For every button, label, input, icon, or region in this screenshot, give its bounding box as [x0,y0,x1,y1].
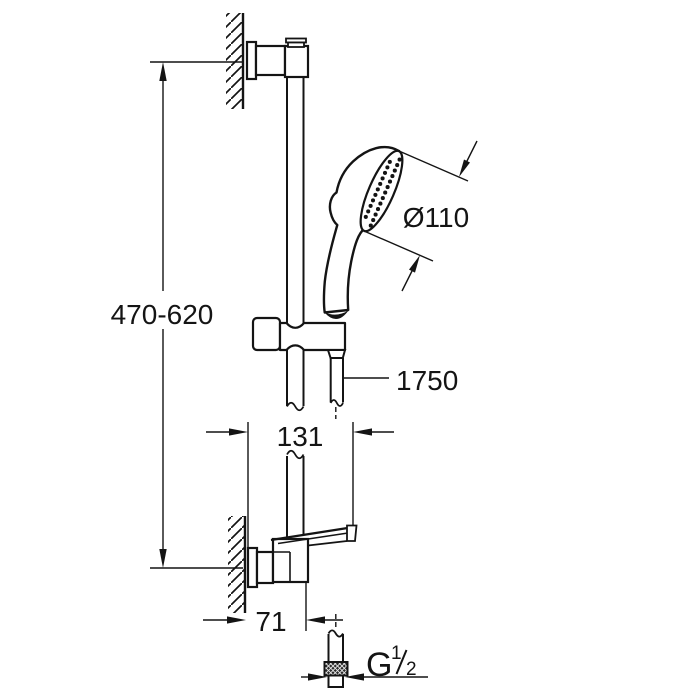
hand-shower [322,145,404,314]
dim-bottom-offset: 71 [203,583,343,637]
holder-knob [251,316,282,352]
rail-lower-segment [286,456,305,538]
hose-break-lower [327,629,344,638]
hose-outlet-cone [326,349,347,359]
shower-rail [286,77,305,538]
arrowhead-down [159,549,167,568]
thread-label-numerator: 1 [391,643,402,664]
dim-thread-size: G 1 2 [301,643,428,684]
ext-line-face-top [398,150,469,182]
wall-hatch-top [226,13,243,109]
arrowhead-right [306,616,325,624]
hose-break-upper [329,399,344,407]
holder-body [278,321,347,352]
ext-line-face-bottom [363,230,434,262]
bracket-block-top [283,44,310,79]
soap-dish-lip [346,524,358,542]
leader-hose-length: 1750 [343,365,458,396]
arrowhead-left [229,428,248,436]
arrowhead-left [308,673,327,681]
dim-label-bottom-offset: 71 [255,606,286,637]
wall-mount-top [226,13,310,109]
bracket-arm-bottom [255,550,275,585]
shower-hose [323,358,349,688]
dim-rail-center-width: 131 [206,421,394,548]
soap-dish-inner-edge [277,532,349,545]
hose-upper-segment [329,358,344,403]
holder-cone-seat [324,310,349,320]
bracket-plate-bottom [246,546,259,589]
dim-label-hose-length: 1750 [396,365,458,396]
bracket-arm-top [254,44,287,77]
thread-label-prefix: G [366,646,392,684]
soap-dish-top-edge [270,525,355,542]
dim-height-range: 470-620 [111,61,243,569]
soap-dish [270,524,358,547]
hose-nut-knurled [323,661,349,677]
fraction-slash [395,649,408,675]
arrowhead-right [345,673,364,681]
rail-upper-segment [286,77,305,324]
dim-label-height-range: 470-620 [111,299,214,330]
arrowhead-right [353,428,372,436]
arrow-line-lower [401,269,414,292]
rail-break-lower [286,449,305,460]
hose-lower-segment [327,634,344,662]
rail-mid-segment [286,350,305,406]
shower-holder [251,310,349,359]
arrowhead-upper [459,159,470,177]
arrowhead-up [159,62,167,81]
wall-hatch-bottom [228,516,245,613]
thread-label-denominator: 2 [406,659,417,680]
wall-mount-bottom [228,516,358,613]
rail-break-upper [286,401,305,412]
arrow-line-upper [465,140,478,163]
dim-label-head-diameter: Ø110 [403,202,469,233]
arrowhead-lower [409,255,420,273]
arrowhead-left [227,616,246,624]
dim-head-diameter: Ø110 [363,140,478,292]
rail-cap [287,41,305,48]
dim-label-rail-center-width: 131 [277,421,324,452]
bracket-plate-top [245,40,258,81]
soap-dish-underside [307,540,348,547]
hose-thread-end [327,674,344,688]
bracket-body-detail [273,551,291,582]
spray-nozzles [363,157,402,228]
